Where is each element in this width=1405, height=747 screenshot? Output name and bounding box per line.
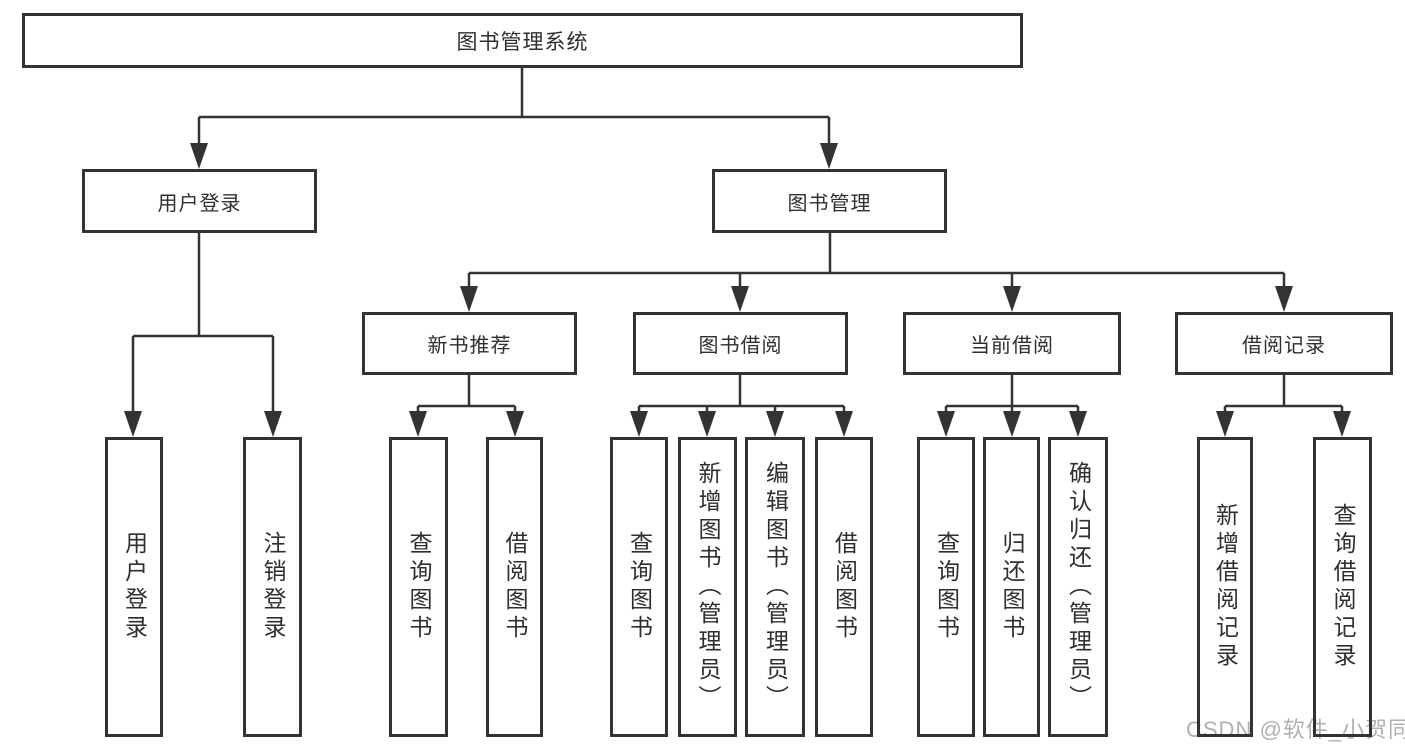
node-book-management: 图书管理 bbox=[712, 169, 947, 233]
connector-borrow-to-leaves bbox=[630, 375, 853, 437]
leaf-records-query-record-label: 查询借阅记录 bbox=[1330, 503, 1356, 671]
node-root-label: 图书管理系统 bbox=[456, 30, 589, 54]
node-root-system: 图书管理系统 bbox=[22, 13, 1023, 68]
connector-user-login-to-leaves bbox=[124, 233, 282, 437]
leaf-current-return-books-label: 归还图书 bbox=[999, 531, 1025, 643]
leaf-user-login-label: 用户登录 bbox=[121, 531, 148, 643]
leaf-records-query-record: 查询借阅记录 bbox=[1313, 437, 1372, 737]
leaf-user-login: 用户登录 bbox=[105, 437, 163, 737]
node-user-login-label: 用户登录 bbox=[157, 192, 242, 215]
leaf-records-add-record: 新增借阅记录 bbox=[1197, 437, 1253, 737]
leaf-recommend-query-books: 查询图书 bbox=[389, 437, 448, 737]
connector-records-to-leaves bbox=[1216, 375, 1351, 437]
node-user-login: 用户登录 bbox=[82, 169, 317, 233]
leaf-current-query-books-label: 查询图书 bbox=[933, 531, 960, 643]
leaf-current-confirm-return-admin: 确认归还（管理员） bbox=[1048, 437, 1108, 737]
node-book-management-label: 图书管理 bbox=[787, 192, 872, 215]
leaf-recommend-query-books-label: 查询图书 bbox=[406, 531, 432, 643]
leaf-logout: 注销登录 bbox=[243, 437, 302, 737]
node-new-book-recommend-label: 新书推荐 bbox=[427, 335, 512, 357]
leaf-recommend-borrow-books: 借阅图书 bbox=[486, 437, 543, 737]
connector-recommend-to-leaves bbox=[409, 375, 524, 437]
leaf-borrow-edit-books-admin: 编辑图书（管理员） bbox=[745, 437, 805, 737]
connector-root-to-level2 bbox=[190, 68, 838, 169]
node-book-borrow: 图书借阅 bbox=[633, 312, 848, 375]
connector-book-management-to-level3 bbox=[460, 233, 1293, 312]
node-borrow-records: 借阅记录 bbox=[1175, 312, 1393, 375]
leaf-borrow-borrow-books-label: 借阅图书 bbox=[831, 531, 858, 643]
leaf-borrow-add-books-admin: 新增图书（管理员） bbox=[678, 437, 737, 737]
node-current-borrow: 当前借阅 bbox=[903, 312, 1121, 375]
leaf-records-add-record-label: 新增借阅记录 bbox=[1212, 503, 1239, 671]
node-book-borrow-label: 图书借阅 bbox=[698, 335, 783, 357]
leaf-current-return-books: 归还图书 bbox=[983, 437, 1040, 737]
leaf-borrow-borrow-books: 借阅图书 bbox=[815, 437, 873, 737]
node-current-borrow-label: 当前借阅 bbox=[970, 335, 1054, 357]
leaf-current-confirm-return-admin-label: 确认归还（管理员） bbox=[1065, 461, 1092, 713]
leaf-borrow-query-books-label: 查询图书 bbox=[626, 531, 653, 643]
leaf-borrow-add-books-admin-label: 新增图书（管理员） bbox=[695, 461, 721, 713]
node-borrow-records-label: 借阅记录 bbox=[1242, 335, 1326, 357]
leaf-recommend-borrow-books-label: 借阅图书 bbox=[502, 531, 528, 643]
csdn-watermark: CSDN @软件_小贺同学 bbox=[1186, 717, 1405, 742]
leaf-logout-label: 注销登录 bbox=[260, 531, 286, 643]
connector-current-to-leaves bbox=[937, 375, 1087, 437]
leaf-current-query-books: 查询图书 bbox=[917, 437, 975, 737]
node-new-book-recommend: 新书推荐 bbox=[362, 312, 577, 375]
leaf-borrow-query-books: 查询图书 bbox=[610, 437, 668, 737]
leaf-borrow-edit-books-admin-label: 编辑图书（管理员） bbox=[762, 461, 789, 713]
